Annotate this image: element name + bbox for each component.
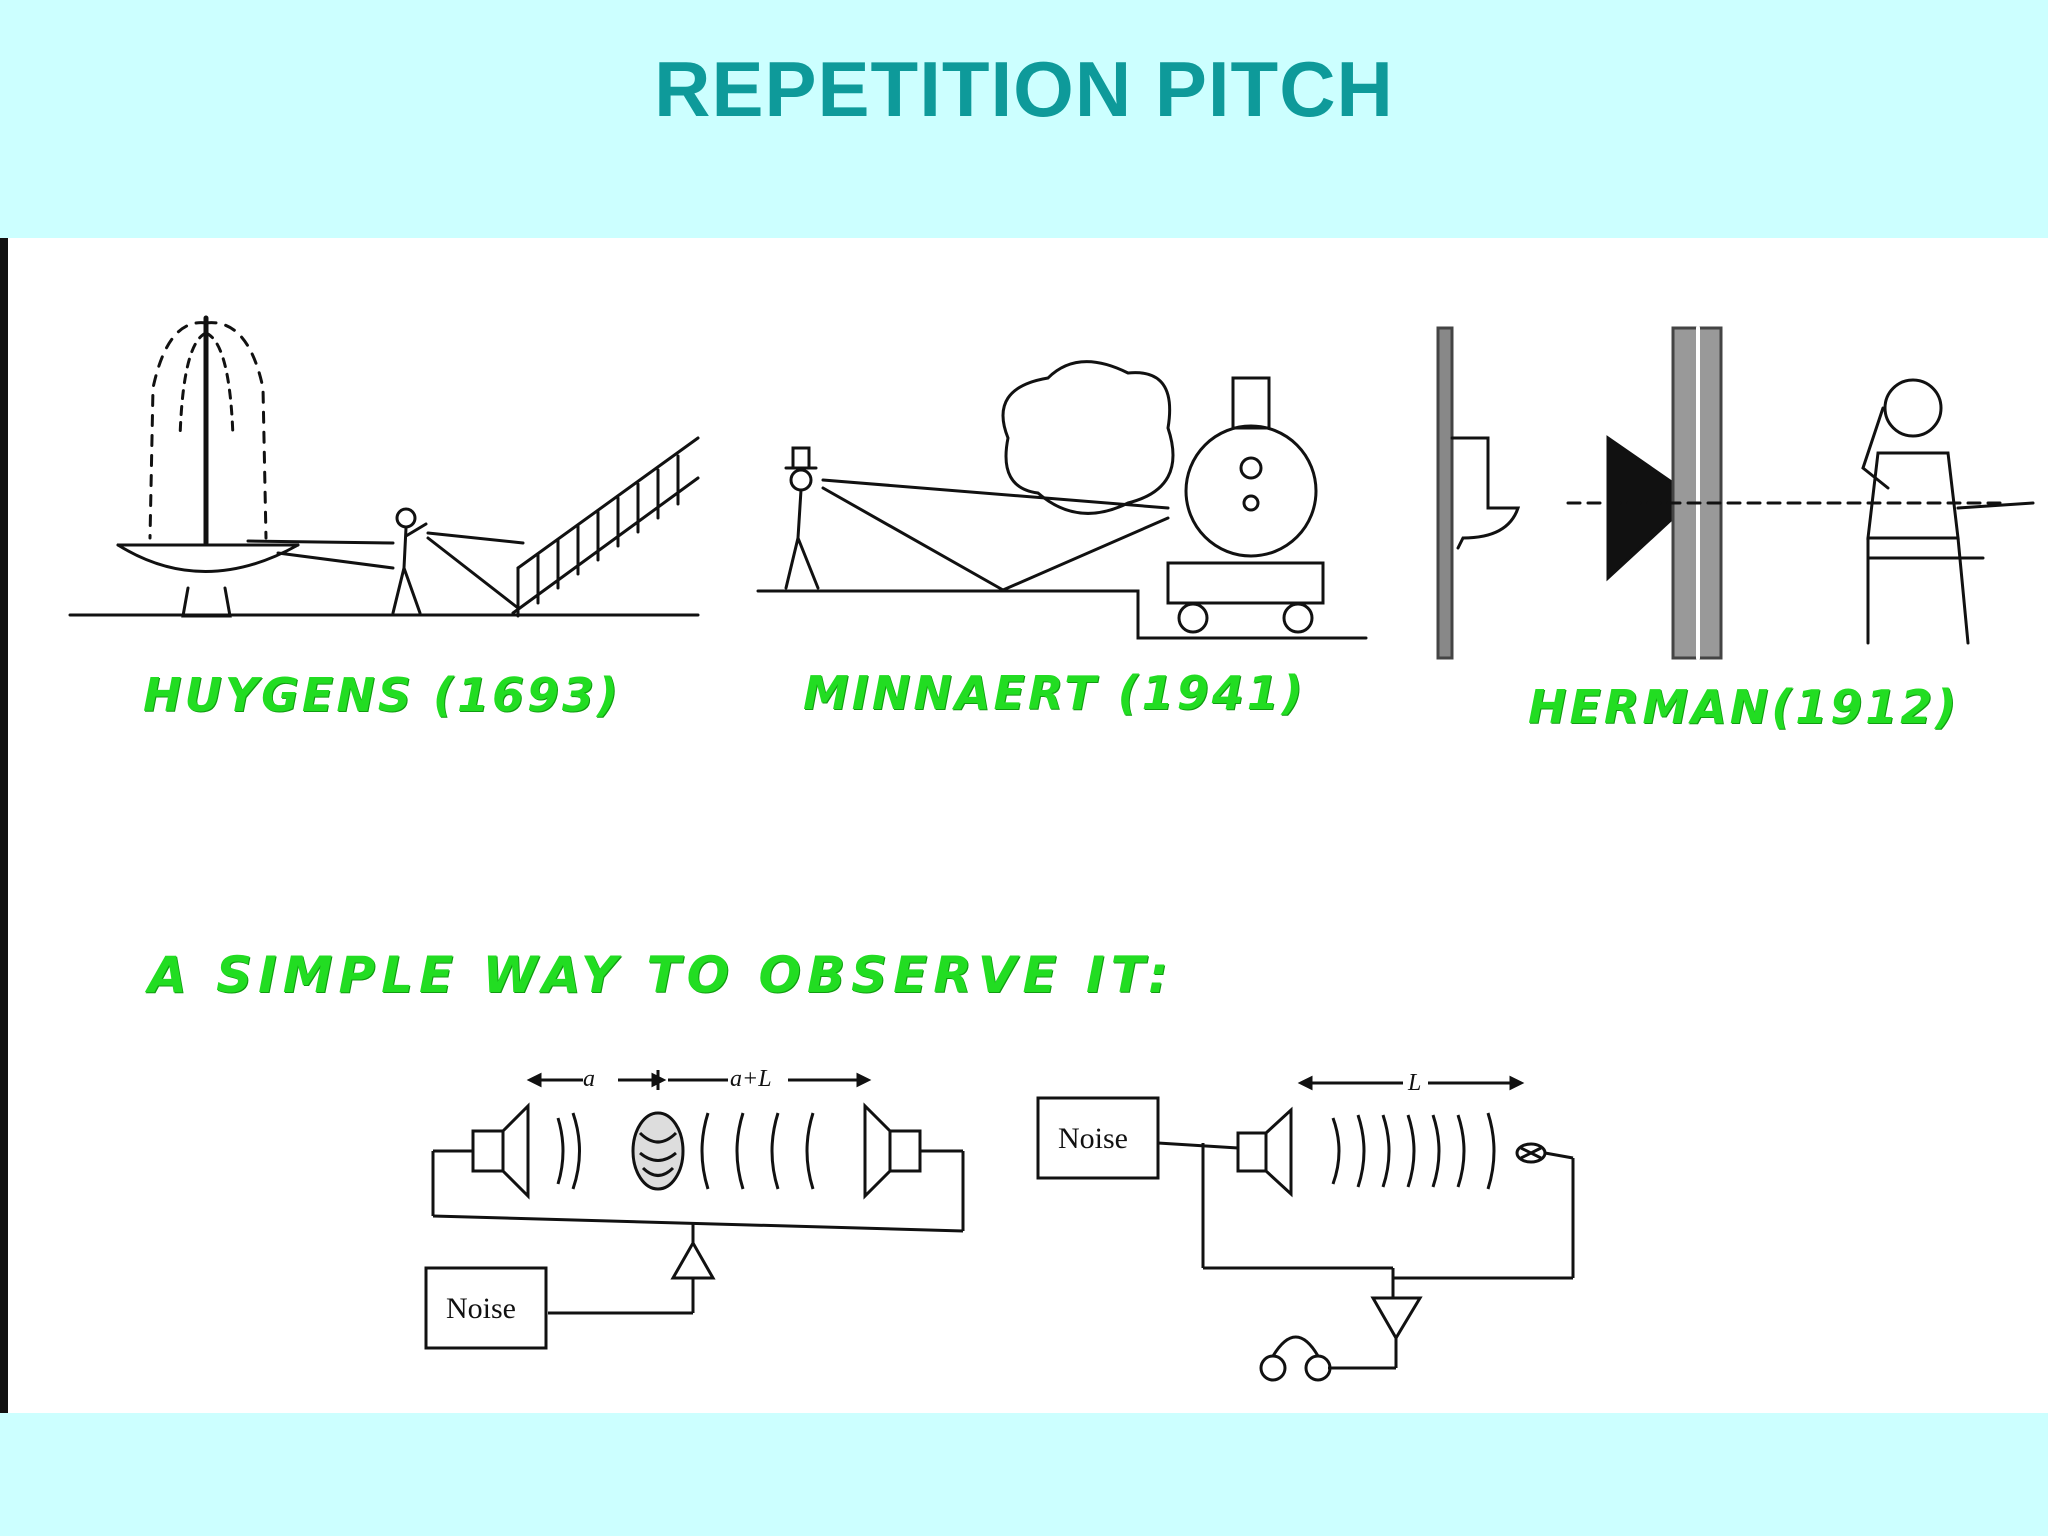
subtitle-observe: A SIMPLE WAY TO OBSERVE IT: xyxy=(148,946,1175,1004)
dim-a-label: a xyxy=(583,1066,595,1092)
caption-minnaert: MINNAERT (1941) xyxy=(803,666,1306,720)
bottom-bar xyxy=(0,1413,2048,1536)
circuit-diagram-left xyxy=(424,1070,965,1350)
herman-telephone-illustration xyxy=(1436,326,2035,660)
caption-huygens: HUYGENS (1693) xyxy=(143,668,622,722)
dim-a-plus-l-label: a+L xyxy=(730,1066,772,1092)
minnaert-locomotive-illustration xyxy=(756,360,1368,640)
title-bar: REPETITION PITCH xyxy=(0,0,2048,238)
caption-herman: HERMAN(1912) xyxy=(1528,680,1960,734)
content-panel: a a+L Noise xyxy=(0,238,2048,1413)
circuit-diagram-right xyxy=(1036,1075,1575,1382)
dim-l-label: L xyxy=(1407,1070,1421,1096)
huygens-fountain-illustration xyxy=(68,315,700,618)
noise-box-label-right: Noise xyxy=(1058,1122,1128,1155)
noise-box-label-left: Noise xyxy=(446,1292,516,1325)
illustrations: a a+L Noise xyxy=(68,315,2035,1382)
slide-title: REPETITION PITCH xyxy=(654,45,1394,133)
